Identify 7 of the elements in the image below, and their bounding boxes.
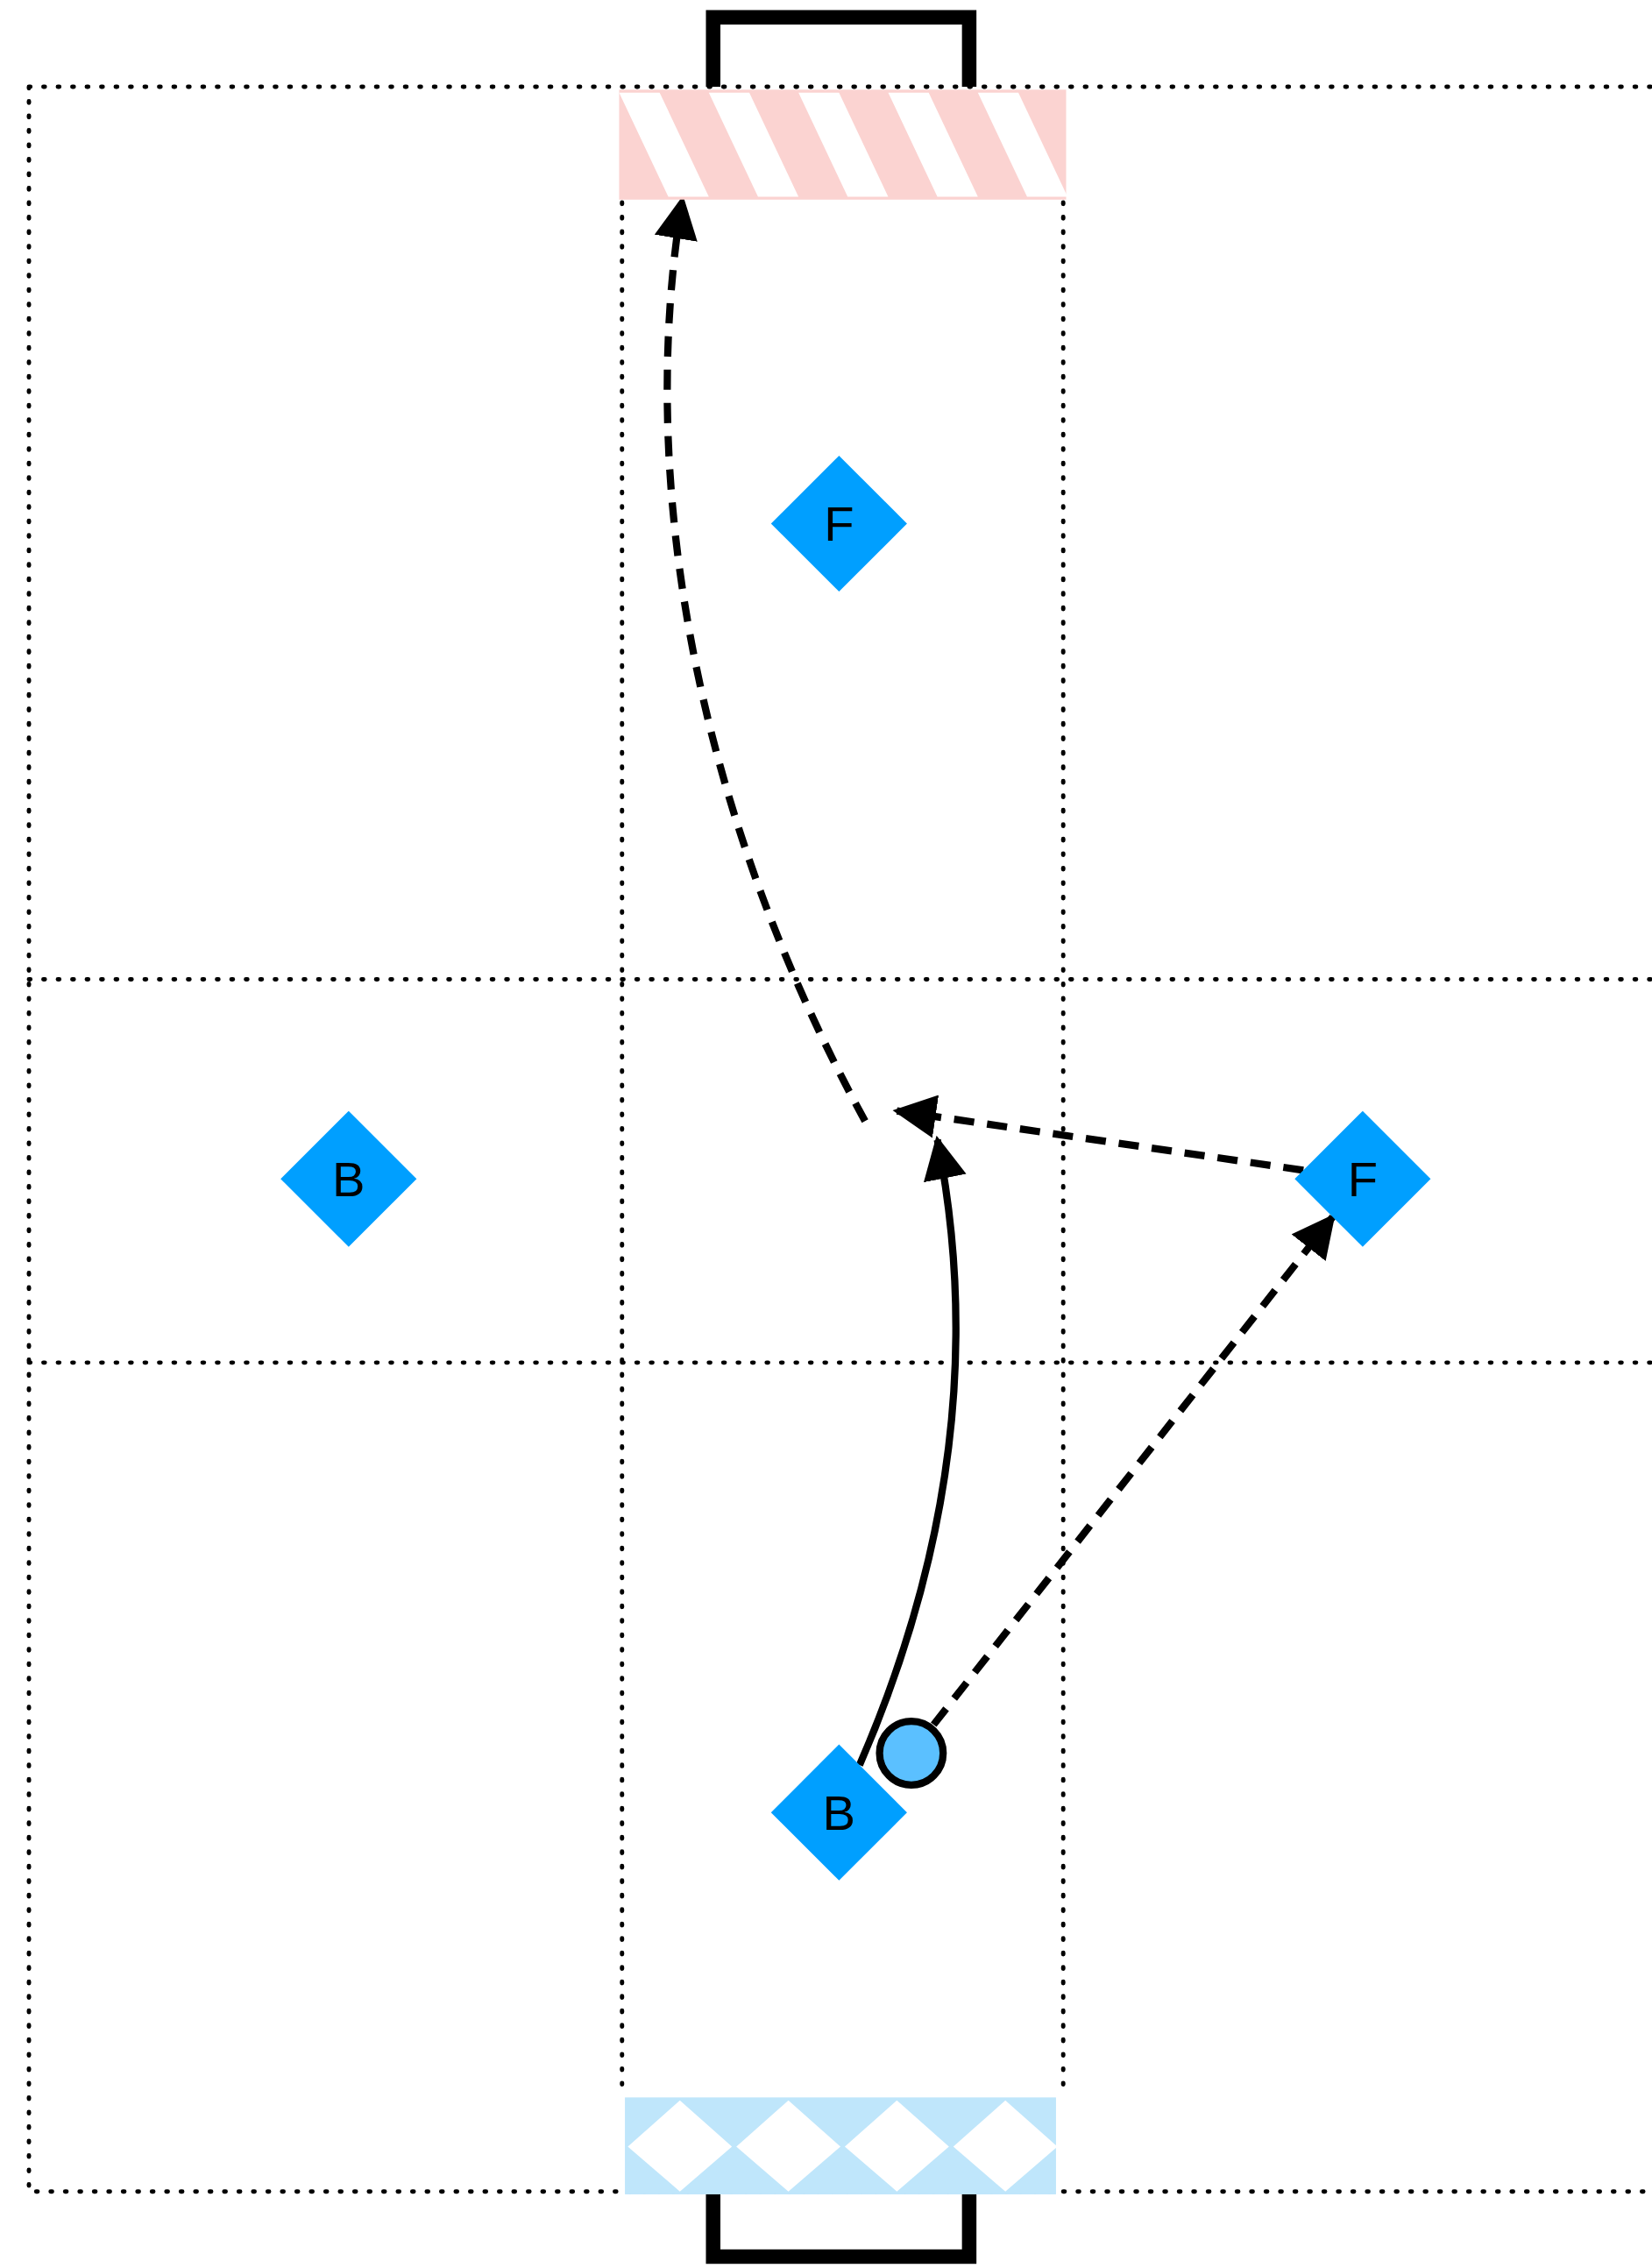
player-label: F — [824, 499, 854, 549]
arrow — [855, 1135, 966, 1767]
dashed-arrow — [931, 1213, 1336, 1727]
player-label: B — [332, 1154, 365, 1204]
player-label: F — [1347, 1154, 1378, 1204]
player-label: B — [822, 1788, 856, 1838]
dashed-arrow — [892, 1095, 1304, 1174]
